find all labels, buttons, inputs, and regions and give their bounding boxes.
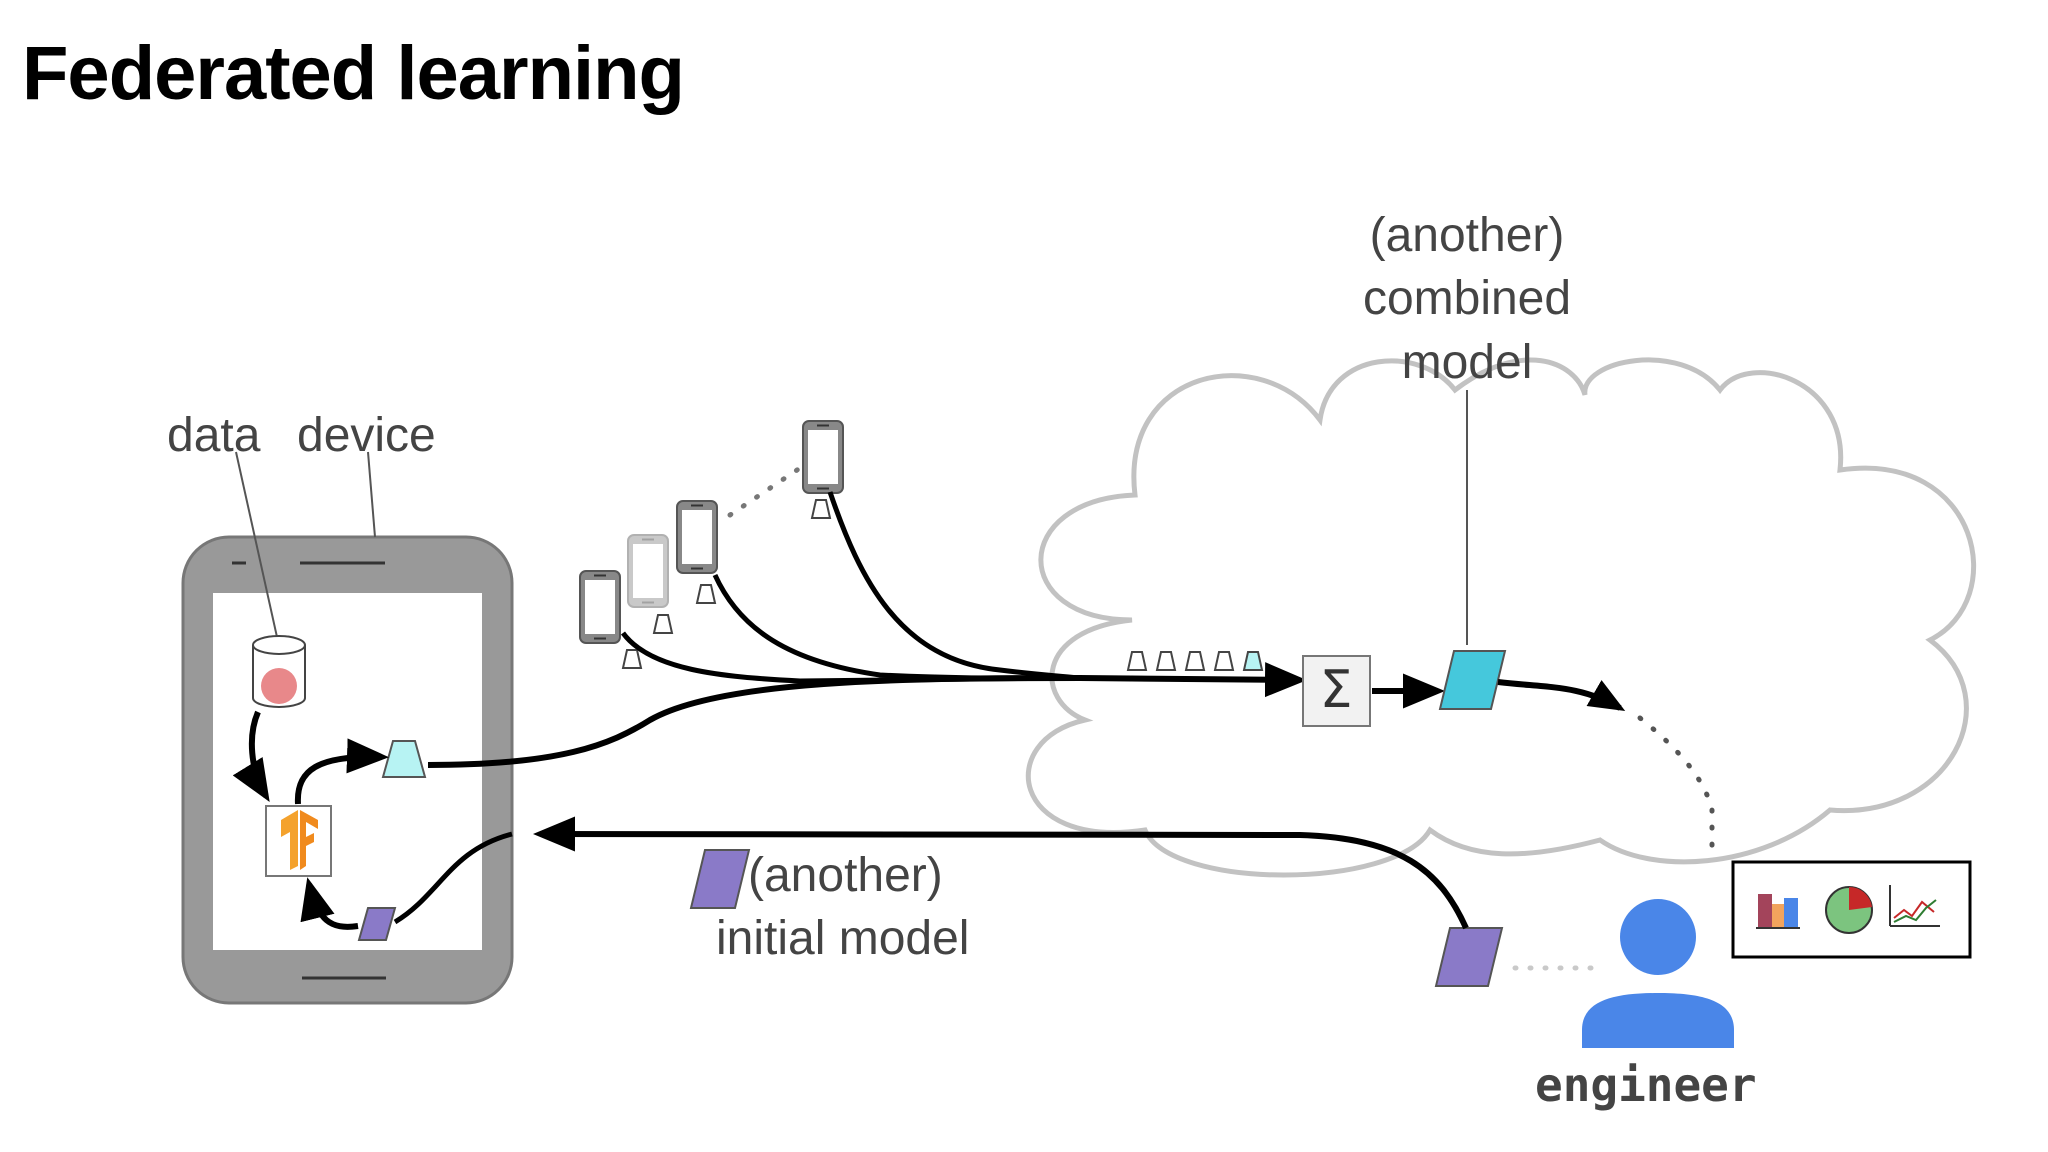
- device-icon: [181, 535, 514, 1005]
- phone-icon: [676, 500, 718, 574]
- combined-model-label-line1: (another): [1369, 209, 1565, 262]
- initial-model-label-line1: (another): [748, 849, 943, 902]
- aggregator-box: Σ: [1302, 655, 1371, 727]
- data-to-training-arrow: [232, 710, 270, 802]
- phone-update-icon: [622, 649, 642, 669]
- tensorflow-icon: [265, 805, 332, 877]
- line-chart-icon: [1889, 885, 1940, 927]
- dashboard-panel: [1731, 860, 1972, 959]
- phone-update-icon: [653, 614, 673, 634]
- download-arrow-into-device: [393, 831, 513, 925]
- model-to-training-arrow: [300, 877, 359, 930]
- initial-model-small-icon: [357, 907, 397, 941]
- phone-icon: [579, 570, 621, 644]
- combined-model-label-line2: combined: [1362, 272, 1572, 325]
- initial-model-label-line2: initial model: [716, 912, 970, 965]
- device-label: device: [297, 409, 436, 462]
- initial-model-legend-icon: [689, 849, 751, 909]
- download-arrow: [533, 816, 1469, 930]
- phone-update-icon: [696, 584, 716, 604]
- database-icon: [252, 635, 306, 708]
- phone-icon: [802, 420, 844, 494]
- bar-chart-icon: [1756, 894, 1800, 929]
- combined-model-label-line3: model: [1401, 336, 1533, 389]
- training-to-update-arrow: [294, 738, 389, 805]
- person-icon: [1582, 899, 1734, 1048]
- cloud-outline: [1025, 357, 1977, 878]
- combined-model-icon: [1438, 650, 1507, 710]
- phone-update-icon: [811, 499, 831, 519]
- queued-updates: [1127, 651, 1264, 671]
- device-leader-line: [367, 451, 376, 538]
- upload-arrow: [427, 662, 1307, 768]
- page-title: Federated learning: [22, 31, 685, 116]
- more-devices-dots: [727, 465, 803, 518]
- phone-faded-icon: [627, 534, 669, 608]
- device-cluster: [579, 420, 844, 669]
- sigma-icon: Σ: [1320, 660, 1353, 720]
- data-label: data: [167, 409, 261, 462]
- engineer-label: engineer: [1535, 1058, 1757, 1112]
- pie-chart-icon: [1825, 886, 1873, 934]
- combined-to-engineer-arrow: [1497, 679, 1626, 711]
- review-dotted-path: [1637, 715, 1715, 851]
- initial-model-cloud-icon: [1434, 927, 1504, 987]
- data-leader-line: [235, 451, 278, 638]
